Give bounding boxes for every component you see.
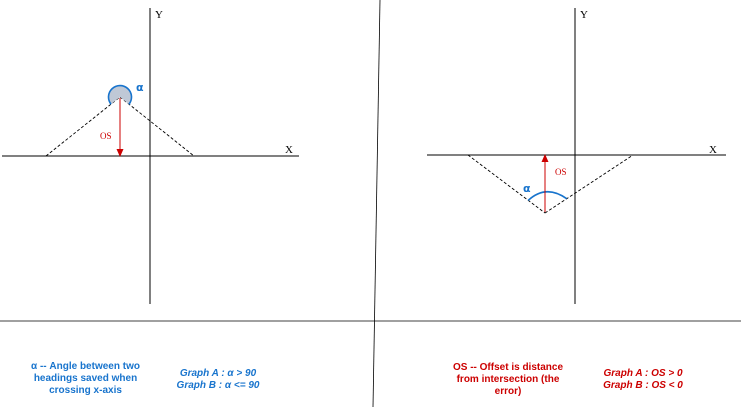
alpha-case-graph-b: Graph B : α <= 90 xyxy=(176,380,260,391)
os-definition: OS -- Offset is distance from intersecti… xyxy=(440,362,576,398)
alpha-case-graph-a: Graph A : α > 90 xyxy=(179,368,257,379)
graph-a-offset-arrowhead xyxy=(116,149,124,157)
graph-a-y-label: Y xyxy=(155,9,163,21)
os-definition-line-3: error) xyxy=(494,386,522,397)
alpha-definition-line-2: headings saved when xyxy=(33,373,138,384)
graph-b-y-label: Y xyxy=(580,9,588,21)
graph-b-angle-arc xyxy=(527,190,568,201)
alpha-definition: α -- Angle between two headings saved wh… xyxy=(18,361,153,397)
graph-a-os-label: OS xyxy=(100,131,112,141)
graph-b-heading-left xyxy=(467,154,546,214)
os-definition-line-1: OS -- Offset is distance xyxy=(452,362,564,373)
graph-a-angle-arc-stroke xyxy=(107,84,133,105)
graph-a: Y X α OS xyxy=(2,8,299,304)
graph-a-heading-left xyxy=(45,96,121,157)
os-cases: Graph A : OS > 0 Graph B : OS < 0 xyxy=(595,368,691,392)
vertical-divider xyxy=(372,0,381,407)
graph-a-x-label: X xyxy=(285,144,293,156)
os-definition-line-2: from intersection (the xyxy=(456,374,560,385)
alpha-cases: Graph A : α > 90 Graph B : α <= 90 xyxy=(168,368,268,392)
graph-b: Y X α OS xyxy=(427,8,726,304)
graph-b-alpha-label: α xyxy=(523,182,531,195)
alpha-definition-line-3: crossing x-axis xyxy=(49,385,122,396)
os-case-graph-b: Graph B : OS < 0 xyxy=(603,380,683,391)
graph-a-heading-right xyxy=(119,96,195,157)
graph-b-x-label: X xyxy=(709,144,717,156)
graph-a-alpha-label: α xyxy=(136,81,144,94)
graph-b-heading-right xyxy=(544,154,634,214)
graph-b-os-label: OS xyxy=(555,167,567,177)
graph-a-angle-arc xyxy=(108,85,132,105)
os-case-graph-a: Graph A : OS > 0 xyxy=(603,368,683,379)
alpha-definition-line-1: α -- Angle between two xyxy=(31,361,140,372)
graph-b-offset-arrowhead xyxy=(541,154,549,162)
